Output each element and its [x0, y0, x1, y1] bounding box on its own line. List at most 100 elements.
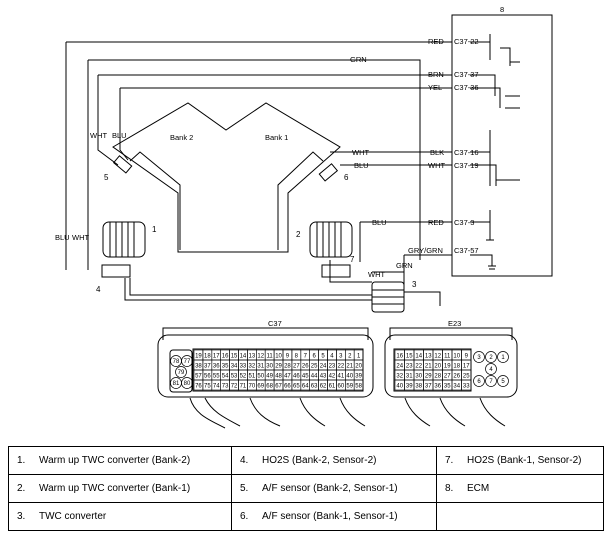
left-top-blu: BLU — [112, 131, 127, 140]
pin-number: 71 — [240, 384, 247, 390]
ho2s-bank2 — [101, 264, 131, 278]
pin-number: 69 — [257, 384, 264, 390]
pin-number: 23 — [329, 364, 336, 370]
round-pin — [485, 351, 497, 363]
ecm-number: 8 — [500, 5, 504, 14]
round-pin — [473, 351, 485, 363]
pin-number: 60 — [338, 384, 345, 390]
pin-number: 20 — [434, 364, 441, 370]
round-pin — [181, 377, 193, 389]
round-pin-number: 81 — [173, 381, 180, 387]
pin-number: 11 — [444, 354, 451, 360]
pin-number: 13 — [425, 354, 432, 360]
round-pin-number: 3 — [477, 355, 481, 361]
pin-number: 8 — [295, 354, 299, 360]
pin-number: 36 — [434, 384, 441, 390]
pin-number: 29 — [425, 374, 432, 380]
pin-number: 19 — [444, 364, 451, 370]
pin-number: 39 — [406, 384, 413, 390]
terminal-2: C37-37 — [454, 70, 479, 79]
wire-color-1: RED — [428, 37, 444, 46]
wire-color-3: YEL — [428, 83, 442, 92]
pin-number: 40 — [346, 374, 353, 380]
pin-number: 49 — [266, 374, 273, 380]
terminal-6: C37-3 — [454, 218, 474, 227]
pin-number: 28 — [434, 374, 441, 380]
callout-7: 7 — [350, 255, 355, 264]
pin-number: 15 — [231, 354, 238, 360]
pin-number: 52 — [240, 374, 247, 380]
pin-number: 16 — [396, 354, 403, 360]
pin-number: 38 — [415, 384, 422, 390]
pin-number: 9 — [465, 354, 469, 360]
pin-number: 3 — [339, 354, 343, 360]
wiring-diagram: 8 RED C37-22 BRN C37-37 YEL C37-36 BLK C… — [55, 5, 553, 429]
pin-number: 22 — [338, 364, 345, 370]
pin-number: 76 — [195, 384, 202, 390]
wire-wht-s1-label: WHT — [352, 148, 369, 157]
pin-number: 30 — [266, 364, 273, 370]
legend-cell: 8.ECM — [436, 474, 604, 503]
pin-number: 63 — [311, 384, 318, 390]
pin-number: 53 — [231, 374, 238, 380]
round-pin-number: 7 — [489, 379, 493, 385]
pin-number: 64 — [302, 384, 309, 390]
pin-number: 23 — [406, 364, 413, 370]
pin-number: 55 — [213, 374, 220, 380]
wire-color-5: WHT — [428, 161, 445, 170]
pin-number: 1 — [357, 354, 361, 360]
terminal-3: C37-36 — [454, 83, 479, 92]
pin-number: 74 — [213, 384, 220, 390]
pin-number: 10 — [453, 354, 460, 360]
wire-color-4: BLK — [430, 148, 444, 157]
ho2s-bank1 — [321, 264, 351, 278]
pin-number: 27 — [293, 364, 300, 370]
legend-cell: 5.A/F sensor (Bank-2, Sensor-1) — [231, 474, 437, 503]
pin-number: 19 — [195, 354, 202, 360]
pin-number: 39 — [355, 374, 362, 380]
pin-number: 25 — [463, 374, 470, 380]
legend-cell: 2.Warm up TWC converter (Bank-1) — [8, 474, 232, 503]
pin-number: 62 — [320, 384, 327, 390]
round-pin-number: 2 — [489, 355, 493, 361]
pin-number: 16 — [222, 354, 229, 360]
pin-cell — [353, 379, 364, 391]
pin-number: 29 — [275, 364, 282, 370]
round-pin — [485, 363, 497, 375]
terminal-7: C37-57 — [454, 246, 479, 255]
pin-cell — [461, 379, 472, 391]
bank1-label: Bank 1 — [265, 133, 288, 142]
pin-number: 24 — [396, 364, 403, 370]
round-pin-number: 79 — [178, 370, 185, 376]
wire-grn-bottom-label: GRN — [396, 261, 413, 270]
connector-e23 — [384, 334, 518, 398]
bank2-label: Bank 2 — [170, 133, 193, 142]
pin-number: 44 — [311, 374, 318, 380]
round-pin-number: 80 — [184, 381, 191, 387]
pin-number: 56 — [204, 374, 211, 380]
pin-number: 41 — [338, 374, 345, 380]
pin-number: 14 — [415, 354, 422, 360]
legend-cell: 7.HO2S (Bank-1, Sensor-2) — [436, 446, 604, 475]
pin-number: 30 — [415, 374, 422, 380]
wire-wht-ho2s-label: WHT — [368, 270, 385, 279]
pin-number: 40 — [396, 384, 403, 390]
pin-number: 47 — [284, 374, 291, 380]
left-top-wht: WHT — [90, 131, 107, 140]
pin-number: 35 — [444, 384, 451, 390]
callout-4: 4 — [96, 285, 101, 294]
round-pin — [473, 375, 485, 387]
pin-number: 54 — [222, 374, 229, 380]
pin-number: 65 — [293, 384, 300, 390]
pin-number: 32 — [396, 374, 403, 380]
pin-number: 14 — [240, 354, 247, 360]
wire-blu-ho2s-label: BLU — [372, 218, 387, 227]
terminal-5: C37-19 — [454, 161, 479, 170]
pin-number: 58 — [355, 384, 362, 390]
round-pin-number: 4 — [489, 367, 493, 373]
pin-number: 66 — [284, 384, 291, 390]
pin-number: 33 — [463, 384, 470, 390]
pin-number: 2 — [348, 354, 352, 360]
